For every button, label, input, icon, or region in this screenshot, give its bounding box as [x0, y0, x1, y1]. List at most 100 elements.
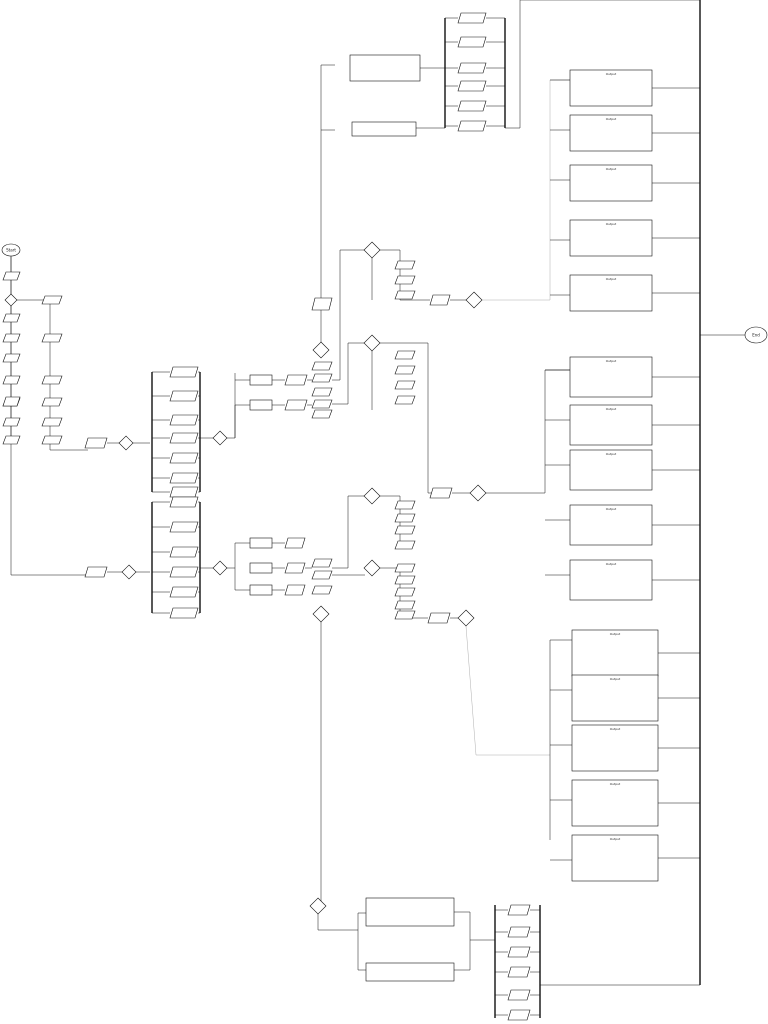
io-box: [394, 525, 416, 535]
io-box: [394, 600, 416, 610]
connector-line: [357, 930, 366, 971]
process-box: [249, 537, 273, 549]
io-box: [169, 366, 199, 378]
io-box: [457, 100, 487, 112]
io-box: [457, 12, 487, 24]
io-box: [311, 558, 333, 568]
io-box: [311, 361, 333, 371]
io-box: [169, 452, 199, 464]
connector-line: [17, 299, 88, 451]
connector-line: [380, 249, 430, 301]
io-box: [394, 540, 416, 550]
output-box: [569, 69, 653, 107]
connector-line: [454, 911, 471, 971]
connector-line: [227, 379, 250, 439]
start-terminal: [1, 243, 21, 257]
io-box: [284, 399, 308, 411]
decision-node: [309, 897, 327, 915]
io-box: [394, 395, 416, 405]
io-box: [169, 607, 199, 619]
decision-node: [457, 609, 475, 627]
connector-line: [227, 542, 250, 569]
output-box: [571, 779, 659, 827]
output-box: [569, 504, 653, 546]
output-box: [365, 962, 455, 982]
io-box: [507, 1009, 531, 1021]
process-box: [249, 399, 273, 411]
flowchart-nodes: StartEndOutputOutputOutputOutputOutputOu…: [1, 12, 768, 1021]
connector-line: [332, 342, 365, 405]
io-box: [2, 375, 21, 385]
io-box: [41, 375, 63, 385]
io-box: [84, 437, 108, 449]
io-box: [169, 432, 199, 444]
connector-line: [332, 495, 365, 569]
output-box: [571, 724, 659, 772]
io-box: [2, 435, 21, 445]
io-box: [394, 500, 416, 510]
io-box: [507, 926, 531, 938]
decision-node: [363, 334, 381, 352]
output-box: [571, 629, 659, 677]
io-box: [507, 966, 531, 978]
io-box: [311, 399, 333, 409]
output-box-label: Output: [606, 507, 617, 511]
output-box-label: Output: [606, 562, 617, 566]
connector-line: [234, 404, 250, 438]
io-box: [284, 584, 306, 596]
decision-node: [118, 435, 134, 451]
decision-node: [212, 560, 228, 576]
decision-node: [363, 559, 381, 577]
connector-line: [380, 342, 435, 494]
output-box-label: Output: [606, 72, 617, 76]
end-terminal-label: End: [752, 333, 760, 338]
io-box: [394, 260, 416, 270]
output-box: [569, 219, 653, 257]
io-box: [41, 333, 63, 343]
output-box: [569, 449, 653, 491]
io-box: [2, 313, 21, 323]
io-box: [41, 417, 63, 427]
output-box-label: Output: [610, 782, 621, 786]
connector-line: [505, 0, 701, 129]
io-box: [394, 563, 416, 573]
io-box: [284, 562, 306, 574]
output-box: [569, 164, 653, 202]
process-box: [249, 584, 273, 596]
decision-node: [465, 291, 483, 309]
output-box-label: Output: [606, 407, 617, 411]
decision-node: [4, 293, 18, 307]
io-box: [429, 487, 453, 499]
decision-node: [363, 241, 381, 259]
output-box: [569, 404, 653, 446]
decision-node: [469, 484, 487, 502]
io-box: [311, 297, 333, 311]
connector-line: [482, 79, 570, 301]
io-box: [394, 290, 416, 300]
io-box: [2, 333, 21, 343]
connector-line: [317, 912, 366, 931]
output-box: [365, 897, 455, 927]
io-box: [41, 435, 63, 445]
decision-node: [212, 430, 228, 446]
output-box-label: Output: [606, 359, 617, 363]
process-box: [249, 374, 273, 386]
output-box-label: Output: [606, 452, 617, 456]
io-box: [311, 409, 333, 419]
io-box: [394, 575, 416, 585]
connector-line: [486, 369, 570, 494]
io-box: [507, 989, 531, 1001]
io-box: [169, 496, 199, 508]
connector-line: [332, 249, 365, 381]
output-box: [569, 559, 653, 601]
io-box: [41, 295, 63, 305]
output-box-label: Output: [606, 167, 617, 171]
io-box: [2, 353, 21, 363]
io-box: [507, 904, 531, 916]
io-box: [429, 294, 451, 306]
io-box: [169, 521, 199, 533]
io-box: [284, 374, 308, 386]
connector-line: [234, 568, 250, 591]
io-box: [284, 537, 306, 549]
